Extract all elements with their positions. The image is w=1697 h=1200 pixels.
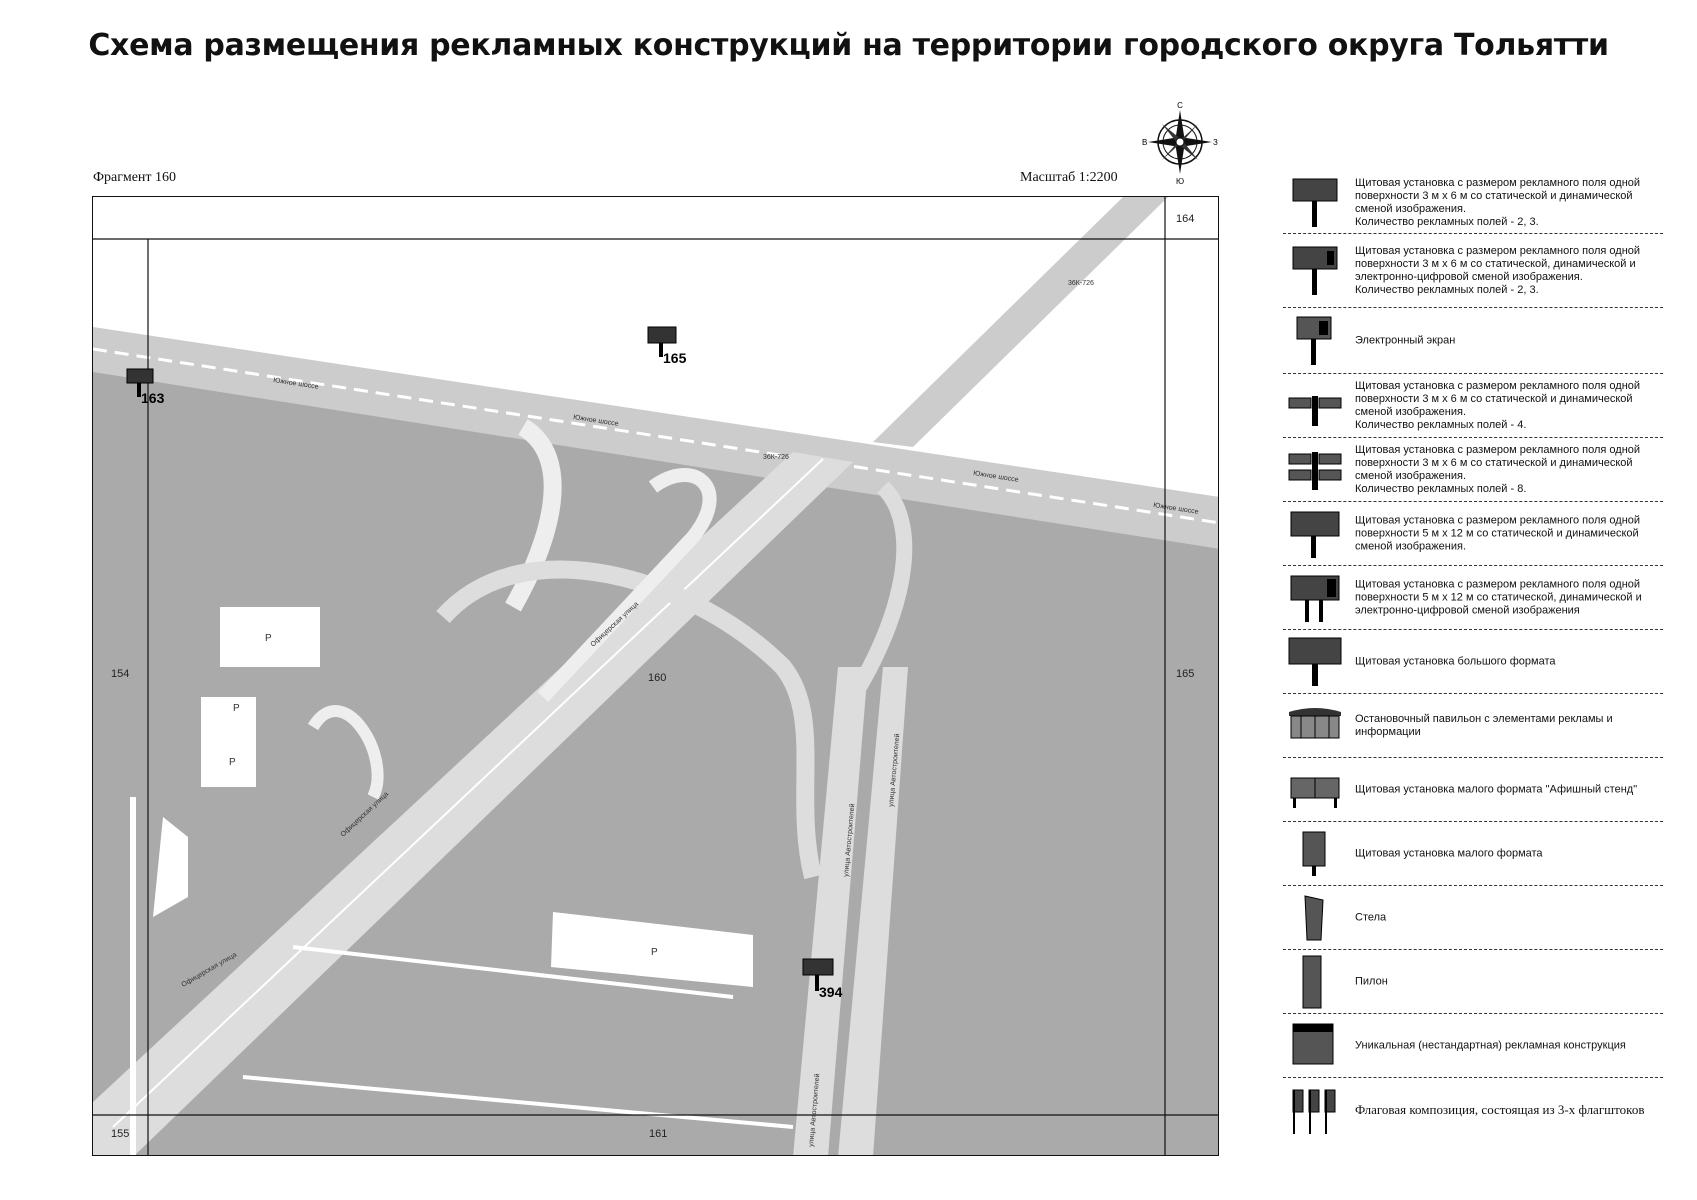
billboard-marker-165[interactable]: 165	[647, 326, 687, 366]
compass-rose-icon: С Ю В З	[1142, 101, 1218, 184]
legend-item: Щитовая установка с размером рекламного …	[1283, 438, 1663, 502]
marker-label: 163	[141, 390, 165, 406]
compass-west: В	[1142, 138, 1147, 147]
stele-icon	[1304, 894, 1324, 940]
scale-label: Масштаб 1:2200	[1020, 170, 1118, 185]
legend-item: Стела	[1283, 886, 1663, 950]
legend-item: Щитовая установка с размером рекламного …	[1283, 502, 1663, 566]
page-title: Схема размещения рекламных конструкций н…	[88, 28, 1609, 63]
compass-south: Ю	[1176, 177, 1184, 184]
electronic-screen-icon	[1296, 316, 1332, 365]
billboard-3x6-static-dynamic-icon	[1292, 178, 1338, 227]
billboard-3x6-eight-fields-icon	[1288, 451, 1342, 490]
parking-label: P	[265, 633, 272, 644]
fragment-label: Фрагмент 160	[93, 170, 177, 185]
marker-label: 165	[663, 350, 687, 366]
marker-label: 394	[819, 984, 843, 1000]
billboard-marker-394[interactable]: 394	[802, 958, 843, 1000]
sheet-number: 155	[111, 1128, 129, 1140]
sheet-number: 165	[1176, 668, 1194, 680]
legend-item: Щитовая установка с размером рекламного …	[1283, 374, 1663, 438]
legend-item: Щитовая установка с размером рекламного …	[1283, 234, 1663, 308]
road-code: 36К-726	[763, 454, 789, 461]
legend-item: Щитовая установка малого формата "Афишны…	[1283, 758, 1663, 822]
billboard-3x6-digital-icon	[1292, 246, 1338, 295]
legend-item: Уникальная (нестандартная) рекламная кон…	[1283, 1014, 1663, 1078]
legend-item: Остановочный павильон с элементами рекла…	[1283, 694, 1663, 758]
billboard-5x12-static-dynamic-icon	[1290, 511, 1340, 558]
legend-item: Электронный экран	[1283, 308, 1663, 374]
parking-label: P	[229, 757, 236, 768]
poster-stand-icon	[1290, 777, 1340, 808]
sheet-number: 161	[649, 1128, 667, 1140]
map-fragment[interactable]: 164 154 165 155 161 160 P P P P Южное шо…	[92, 196, 1219, 1156]
sheet-number: 160	[648, 672, 666, 684]
unique-structure-icon	[1292, 1023, 1334, 1064]
billboard-5x12-digital-icon	[1290, 575, 1340, 622]
flag-composition-icon	[1292, 1089, 1336, 1134]
large-format-billboard-icon	[1288, 637, 1342, 686]
parking-label: P	[233, 703, 240, 714]
sheet-number: 164	[1176, 213, 1194, 225]
billboard-3x6-four-fields-icon	[1288, 395, 1342, 426]
compass-north: С	[1177, 101, 1183, 110]
legend: Щитовая установка с размером рекламного …	[1283, 172, 1663, 1142]
sheet-number: 154	[111, 668, 129, 680]
legend-item: Щитовая установка с размером рекламного …	[1283, 172, 1663, 234]
bus-stop-pavilion-icon	[1289, 707, 1341, 738]
parking-label: P	[651, 947, 658, 958]
legend-item: Щитовая установка малого формата	[1283, 822, 1663, 886]
legend-item: Пилон	[1283, 950, 1663, 1014]
legend-item: Флаговая композиция, состоящая из 3-х фл…	[1283, 1078, 1663, 1142]
legend-item: Щитовая установка с размером рекламного …	[1283, 566, 1663, 630]
road-code: 36К-726	[1068, 280, 1094, 287]
billboard-marker-163[interactable]: 163	[126, 368, 165, 406]
small-format-billboard-icon	[1302, 831, 1326, 876]
pylon-icon	[1302, 955, 1322, 1008]
legend-item: Щитовая установка большого формата	[1283, 630, 1663, 694]
compass-east: З	[1213, 138, 1218, 147]
